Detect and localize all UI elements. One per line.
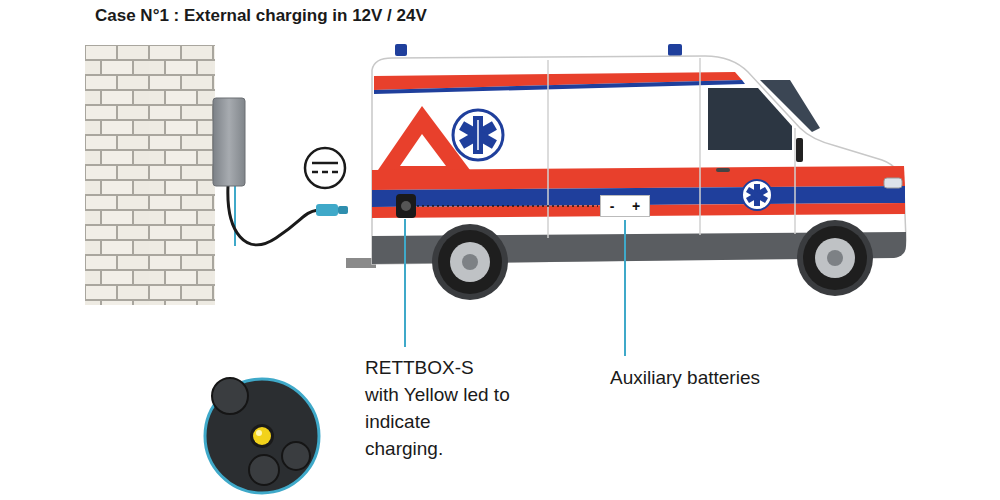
brick-wall — [85, 45, 215, 305]
dc-symbol — [305, 148, 345, 188]
cable-plug — [316, 204, 348, 216]
callout-label: RETTBOX-S with Yellow led to indicate ch… — [365, 354, 511, 462]
leader-line — [624, 220, 626, 356]
diagram-title: Case N°1 : External charging in 12V / 24… — [95, 6, 427, 26]
battery-box: -+ — [600, 195, 650, 217]
terminal-sign: - — [610, 198, 615, 214]
wiring-line — [417, 205, 598, 207]
terminal-sign: + — [632, 198, 640, 214]
led-inset — [205, 378, 319, 493]
rettbox-socket — [396, 194, 416, 218]
callout-label: Auxiliary batteries — [610, 364, 810, 391]
charger-leader — [234, 186, 236, 246]
leader-line — [404, 219, 406, 347]
charging-cable — [228, 186, 318, 245]
wall-charger — [213, 98, 245, 186]
